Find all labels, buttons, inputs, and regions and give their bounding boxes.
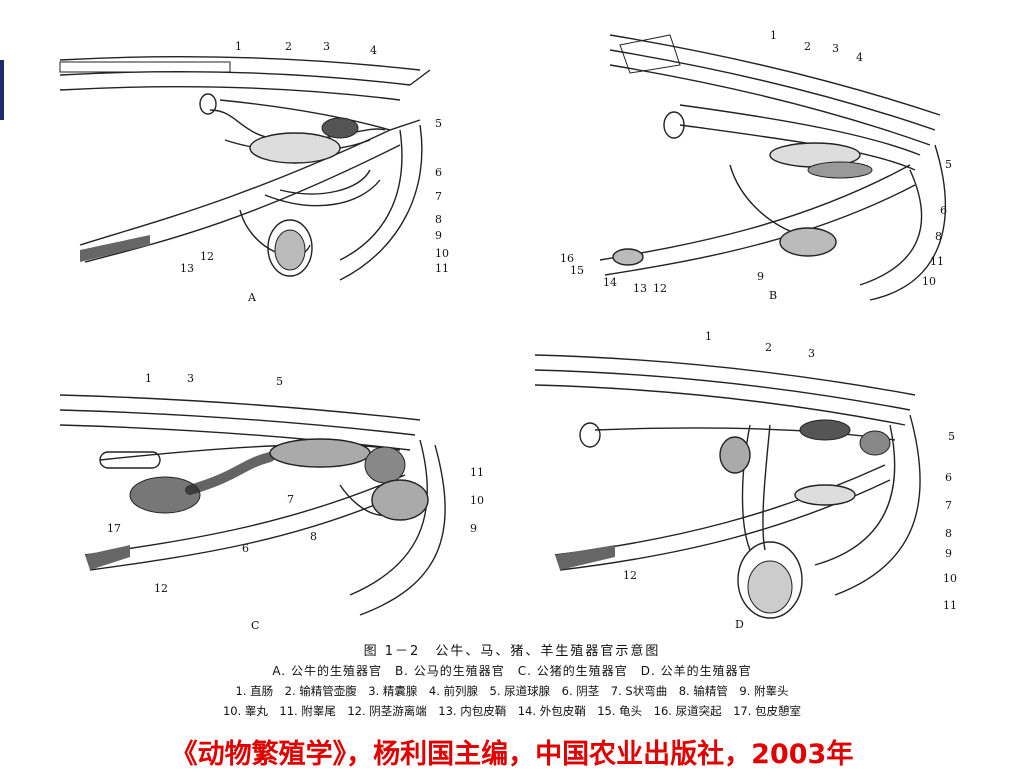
label-a-12: 12: [200, 250, 214, 263]
label-b-16: 16: [560, 252, 574, 265]
label-a-3: 3: [323, 40, 330, 53]
figure-legend-line-1: 1. 直肠 2. 输精管壶腹 3. 精囊腺 4. 前列腺 5. 尿道球腺 6. …: [235, 684, 789, 698]
panel-b-letter: B: [769, 289, 778, 302]
label-c-12: 12: [154, 582, 168, 595]
label-d-1: 1: [705, 330, 712, 343]
figure-subtitle: A. 公牛的生殖器官 B. 公马的生殖器官 C. 公猪的生殖器官 D. 公羊的生…: [272, 664, 752, 678]
panel-d-drawing: [534, 354, 921, 619]
label-d-5: 5: [948, 430, 955, 443]
panel-d-letter: D: [735, 618, 744, 631]
label-c-6: 6: [242, 542, 249, 555]
label-c-3: 3: [187, 372, 194, 385]
label-a-7: 7: [435, 190, 442, 203]
label-c-9: 9: [470, 522, 477, 535]
label-b-11: 11: [930, 255, 944, 268]
label-b-8: 8: [935, 230, 942, 243]
label-a-10: 10: [435, 247, 449, 260]
label-b-13: 13: [633, 282, 647, 295]
label-a-1: 1: [235, 40, 242, 53]
panel-a-letter: A: [248, 291, 256, 304]
panel-a-drawing: [59, 55, 431, 281]
label-b-4: 4: [856, 51, 863, 64]
panel-c-boar: 1 3 5 11 10 9 7 8 6 17 12 C: [40, 365, 500, 632]
panel-d-ram: 1 2 3 5 6 7 8 9 10 11 12 D: [525, 325, 985, 631]
panel-b-horse: 1 2 3 4 5 6 8 11 10 9 16 15 14 13 12 B: [540, 25, 980, 310]
figure-legend-line-2: 10. 睾丸 11. 附睾尾 12. 阴茎游离端 13. 内包皮鞘 14. 外包…: [222, 704, 802, 718]
citation: 《动物繁殖学》，杨利国主编，中国农业出版社，2003年: [170, 739, 854, 770]
panel-a-bull: 1 2 3 4 5 6 7 8 9 10 11 12 13 A: [40, 30, 480, 310]
label-a-9: 9: [435, 229, 442, 242]
label-d-3: 3: [808, 347, 815, 360]
label-b-10: 10: [922, 275, 936, 288]
label-a-5: 5: [435, 117, 442, 130]
label-a-2: 2: [285, 40, 292, 53]
label-c-7: 7: [287, 493, 294, 506]
label-c-17: 17: [107, 522, 121, 535]
label-b-15: 15: [570, 264, 584, 277]
label-b-3: 3: [832, 42, 839, 55]
label-b-14: 14: [603, 276, 617, 289]
label-d-6: 6: [945, 471, 952, 484]
label-a-13: 13: [180, 262, 194, 275]
label-a-4: 4: [370, 44, 377, 57]
label-b-9: 9: [757, 270, 764, 283]
label-b-12: 12: [653, 282, 667, 295]
label-c-1: 1: [145, 372, 152, 385]
label-d-8: 8: [945, 527, 952, 540]
label-a-8: 8: [435, 213, 442, 226]
panel-c-drawing: [59, 394, 446, 616]
label-c-5: 5: [276, 375, 283, 388]
label-b-1: 1: [770, 29, 777, 42]
label-b-2: 2: [804, 40, 811, 53]
panel-c-letter: C: [251, 619, 260, 632]
label-c-8: 8: [310, 530, 317, 543]
label-c-11: 11: [470, 466, 484, 479]
label-d-11: 11: [943, 599, 957, 612]
label-d-2: 2: [765, 341, 772, 354]
panel-b-drawing: [599, 34, 947, 301]
label-a-11: 11: [435, 262, 449, 275]
label-b-6: 6: [940, 204, 947, 217]
label-c-10: 10: [470, 494, 484, 507]
label-d-12: 12: [623, 569, 637, 582]
figure-title: 图 1－2 公牛、马、猪、羊生殖器官示意图: [363, 644, 661, 659]
label-b-5: 5: [945, 158, 952, 171]
label-d-9: 9: [945, 547, 952, 560]
label-d-10: 10: [943, 572, 957, 585]
slide-edge-accent: [0, 60, 4, 120]
label-d-7: 7: [945, 499, 952, 512]
label-a-6: 6: [435, 166, 442, 179]
